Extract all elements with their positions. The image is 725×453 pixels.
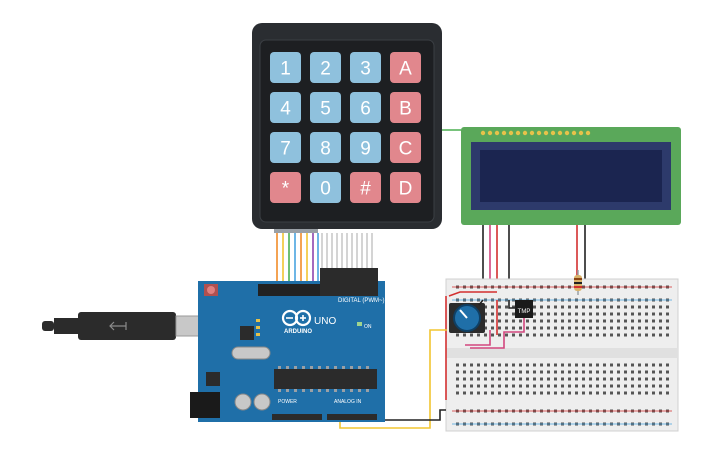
keypad-wires xyxy=(276,233,373,285)
keypad-key-5[interactable]: 5 xyxy=(310,92,341,123)
power-led xyxy=(357,322,362,326)
keypad-key-label: 9 xyxy=(360,139,371,160)
keypad-key-label: 3 xyxy=(360,59,371,80)
keypad-key-9[interactable]: 9 xyxy=(350,132,381,163)
keypad-key-A[interactable]: A xyxy=(390,52,421,83)
arduino-uno[interactable]: DIGITAL (PWM~) ARDUINO UNO ON xyxy=(190,268,385,422)
keypad-key-0[interactable]: 0 xyxy=(310,172,341,203)
keypad-key-label: A xyxy=(399,59,412,80)
keypad-key-label: # xyxy=(360,179,371,200)
keypad-key-C[interactable]: C xyxy=(390,132,421,163)
keypad-connector xyxy=(274,229,318,233)
regulator xyxy=(206,372,220,386)
usb-icon xyxy=(109,321,127,331)
keypad-key-label: 7 xyxy=(280,139,291,160)
keypad-key-label: 4 xyxy=(280,99,291,120)
breadboard-wires xyxy=(445,291,525,400)
keypad-key-2[interactable]: 2 xyxy=(310,52,341,83)
keypad-key-B[interactable]: B xyxy=(390,92,421,123)
arduino-model: UNO xyxy=(314,316,336,327)
usb-cable[interactable] xyxy=(42,312,203,340)
digital-header-left xyxy=(258,284,322,296)
keypad-key-*[interactable]: * xyxy=(270,172,301,203)
usb-chip xyxy=(240,326,254,340)
lcd-pin-header xyxy=(480,130,591,136)
capacitor-2 xyxy=(253,393,271,411)
keypad-key-label: 1 xyxy=(280,59,291,80)
power-jack[interactable] xyxy=(190,392,220,418)
keypad-key-3[interactable]: 3 xyxy=(350,52,381,83)
digital-header-right xyxy=(320,268,378,296)
keypad-key-label: C xyxy=(399,139,413,160)
arduino-brand: ARDUINO xyxy=(284,329,312,335)
keypad-key-1[interactable]: 1 xyxy=(270,52,301,83)
lcd-module[interactable] xyxy=(461,127,681,225)
keypad-key-label: B xyxy=(399,99,412,120)
resistor[interactable] xyxy=(574,270,582,295)
lcd-screen xyxy=(480,150,662,202)
power-header xyxy=(272,414,322,420)
keypad-key-label: 0 xyxy=(320,179,331,200)
keypad-keys: 1 2 3 A 4 5 6 B 7 8 9 C * 0 # D xyxy=(270,52,421,203)
keypad-key-4[interactable]: 4 xyxy=(270,92,301,123)
keypad[interactable]: 1 2 3 A 4 5 6 B 7 8 9 C * 0 # D xyxy=(252,23,442,233)
keypad-key-label: 8 xyxy=(320,139,331,160)
capacitor-1 xyxy=(234,393,252,411)
keypad-key-6[interactable]: 6 xyxy=(350,92,381,123)
digital-label: DIGITAL (PWM~) xyxy=(338,298,385,304)
keypad-key-label: 2 xyxy=(320,59,331,80)
analog-header xyxy=(327,414,377,420)
keypad-key-8[interactable]: 8 xyxy=(310,132,341,163)
keypad-key-#[interactable]: # xyxy=(350,172,381,203)
on-label: ON xyxy=(364,324,372,330)
analog-label: ANALOG IN xyxy=(334,399,362,405)
keypad-key-label: 6 xyxy=(360,99,371,120)
keypad-key-D[interactable]: D xyxy=(390,172,421,203)
keypad-key-label: D xyxy=(399,179,413,200)
arduino-logo xyxy=(281,309,312,327)
sensor-label: TMP xyxy=(518,309,531,315)
crystal xyxy=(231,346,271,360)
microcontroller xyxy=(274,369,377,389)
power-label: POWER xyxy=(278,399,297,405)
keypad-key-label: * xyxy=(282,179,290,200)
keypad-key-label: 5 xyxy=(320,99,331,120)
breadboard-channel xyxy=(446,348,678,358)
temperature-sensor[interactable]: TMP xyxy=(515,300,533,318)
keypad-key-7[interactable]: 7 xyxy=(270,132,301,163)
potentiometer[interactable] xyxy=(449,303,485,333)
